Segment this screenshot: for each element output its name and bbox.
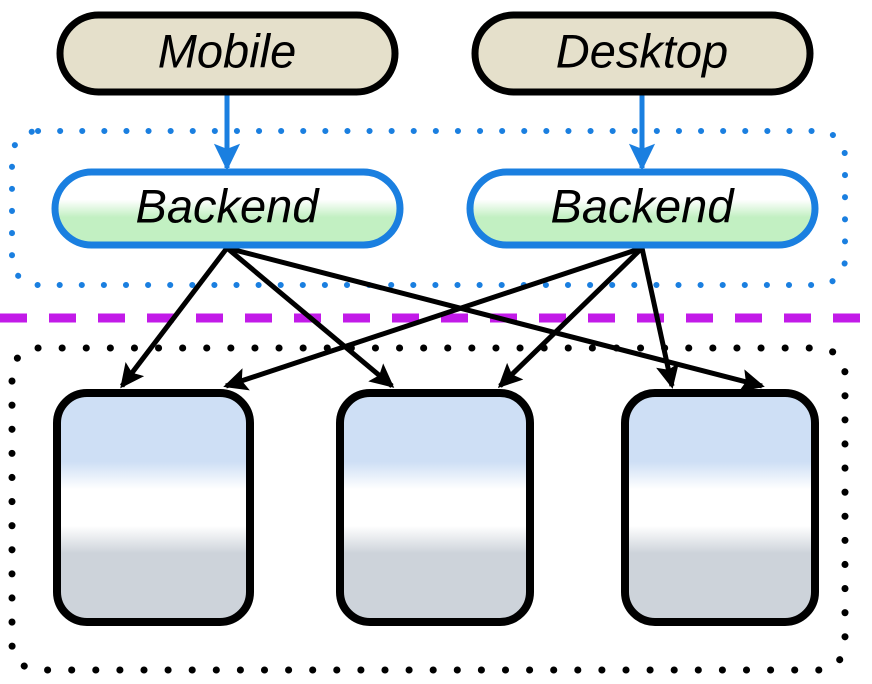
backend-to-storage-edges bbox=[120, 245, 765, 392]
node-storage-2[interactable] bbox=[336, 389, 534, 626]
client-desktop-label: Desktop bbox=[556, 24, 728, 77]
node-storage-3[interactable] bbox=[621, 389, 819, 626]
client-mobile-shape[interactable] bbox=[56, 11, 399, 96]
node-client-mobile[interactable]: Mobile bbox=[56, 11, 399, 96]
client-to-backend-edges bbox=[213, 93, 656, 171]
storage-1-shape[interactable] bbox=[53, 389, 254, 626]
backend-right-shape[interactable] bbox=[466, 168, 819, 249]
backend-left-label: Backend bbox=[136, 179, 321, 232]
backend-tier-group-boundary bbox=[9, 128, 848, 288]
client-mobile-label: Mobile bbox=[158, 24, 296, 77]
node-backend-right[interactable]: Backend bbox=[466, 168, 819, 249]
client-desktop-shape[interactable] bbox=[471, 11, 814, 96]
node-client-desktop[interactable]: Desktop bbox=[471, 11, 814, 96]
storage-2-shape[interactable] bbox=[336, 389, 534, 626]
edge-backend-right-to-storage-1 bbox=[223, 245, 643, 391]
storage-3-shape[interactable] bbox=[621, 389, 819, 626]
edge-backend-left-to-storage-1 bbox=[120, 246, 229, 389]
node-backend-left[interactable]: Backend bbox=[51, 168, 404, 249]
edge-backend-right-to-storage-3 bbox=[639, 247, 679, 389]
edge-backend-right-to-storage-2 bbox=[497, 246, 644, 389]
backend-left-shape[interactable] bbox=[51, 168, 404, 249]
edge-backend-left-to-storage-2 bbox=[225, 246, 395, 388]
node-storage-1[interactable] bbox=[53, 389, 254, 626]
backend-right-label: Backend bbox=[551, 179, 736, 232]
